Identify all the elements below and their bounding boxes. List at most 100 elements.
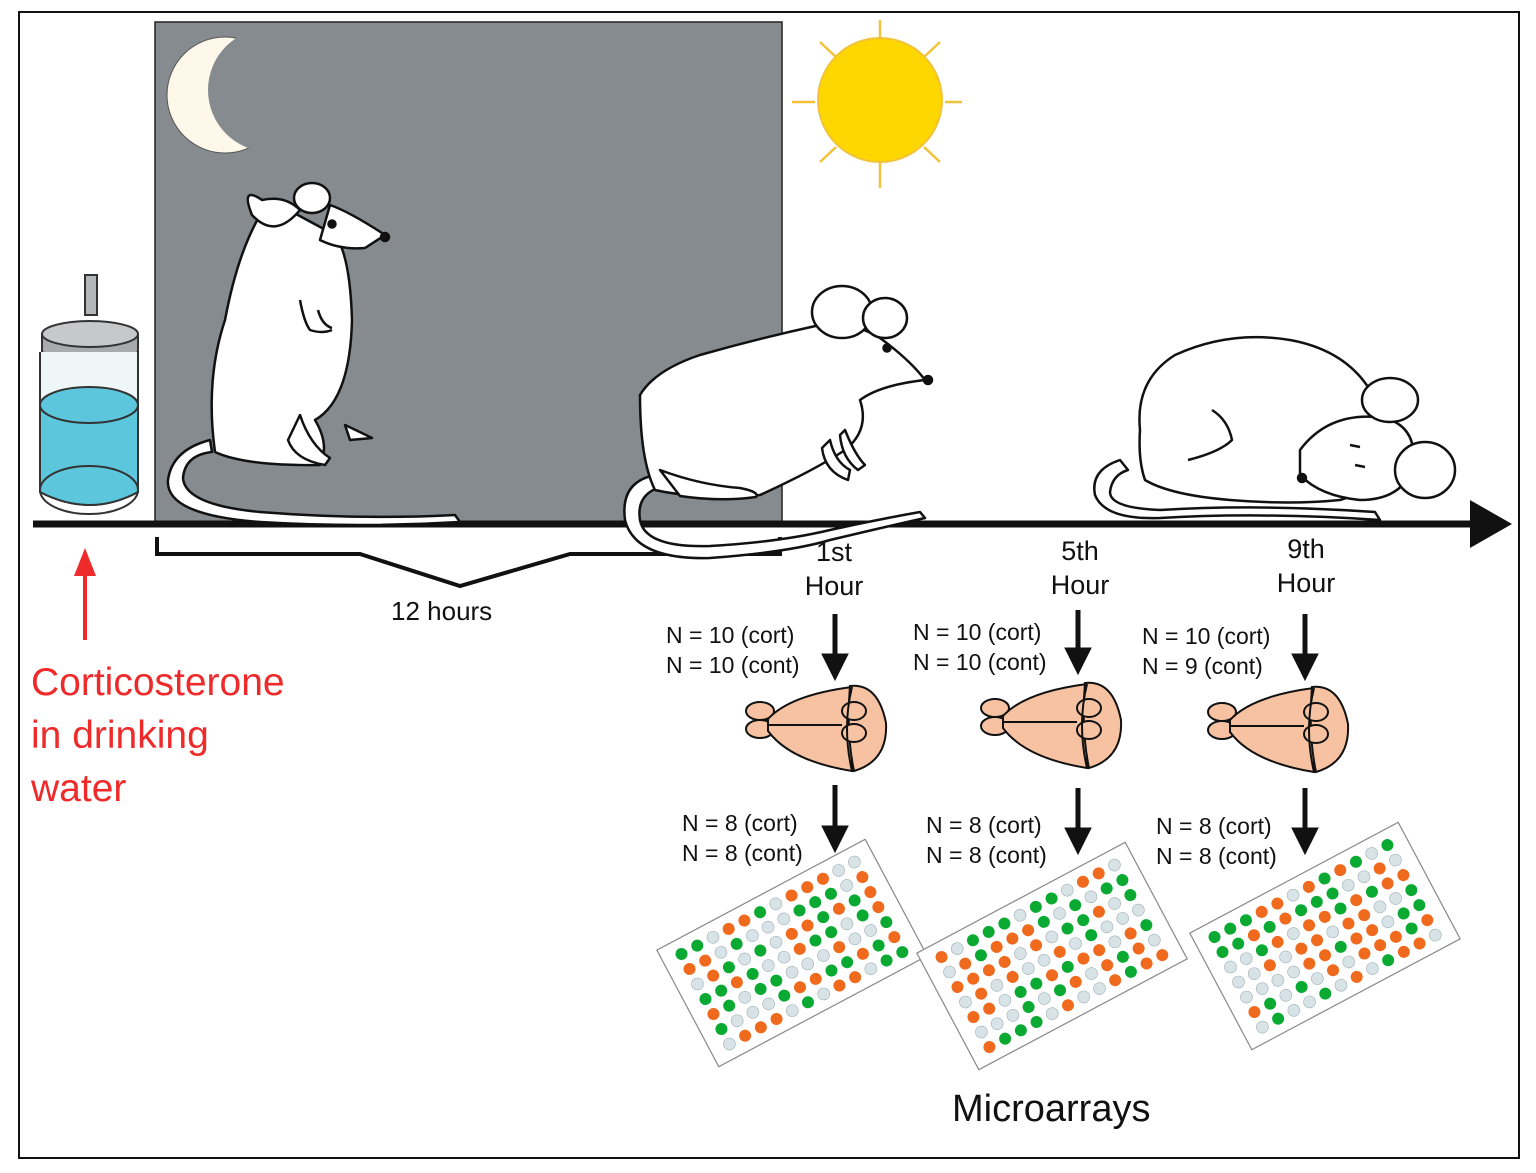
microarray-spot <box>754 982 767 995</box>
microarray-spot <box>1100 882 1113 895</box>
microarray-spot <box>1046 969 1059 982</box>
microarray-spot <box>1045 1007 1059 1020</box>
microarray-spot <box>1255 982 1269 995</box>
microarray-spot <box>1255 905 1268 918</box>
microarray-spot <box>967 972 980 985</box>
microarray-spot <box>1208 930 1221 943</box>
microarray-spot <box>769 935 783 949</box>
microarray-spot <box>1030 939 1043 952</box>
microarray-spot <box>1247 929 1260 942</box>
microarray-spot <box>1318 872 1331 885</box>
moon-icon <box>166 28 332 154</box>
microarray-spot <box>1421 914 1434 927</box>
microarray-spot <box>1045 930 1059 944</box>
microarray-spot <box>1319 987 1332 1000</box>
microarray-spot <box>1239 914 1252 927</box>
microarray-chip <box>916 841 1188 1071</box>
microarray-spot <box>849 971 862 984</box>
timepoint-3-brain-n-cont: N = 9 (cont) <box>1142 653 1263 679</box>
microarray-spot <box>707 1008 720 1021</box>
microarray-spot <box>990 1017 1004 1030</box>
microarray-spot <box>1030 977 1043 990</box>
microarray-spot <box>1279 989 1293 1002</box>
microarray-spot <box>738 914 751 927</box>
microarray-spot <box>1310 895 1323 908</box>
timepoint-2-brain-n-cont: N = 10 (cont) <box>913 649 1047 675</box>
microarray-spot <box>1381 839 1394 852</box>
microarray-spot <box>754 944 767 957</box>
brain-icon <box>980 681 1123 770</box>
microarray-spot <box>754 906 767 919</box>
timepoint-3-brain-n-cort: N = 10 (cort) <box>1142 623 1271 649</box>
microarray-spot <box>1132 942 1145 955</box>
microarray-spot <box>848 855 861 869</box>
sleeping-rat-illustration <box>1093 335 1457 522</box>
microarray-spot <box>1224 960 1237 974</box>
microarray-spot <box>1326 925 1340 939</box>
microarray-spot <box>990 978 1004 992</box>
microarray-spot <box>761 920 775 934</box>
microarray-spot <box>809 972 822 985</box>
microarray-spot <box>715 1023 728 1036</box>
microarray-spot <box>1069 899 1082 912</box>
microarray-spot <box>793 942 806 955</box>
microarray-spot <box>762 997 775 1011</box>
down-arrows <box>821 610 1319 856</box>
microarray-spot <box>715 984 728 997</box>
microarray-spot <box>1054 984 1067 997</box>
microarray-spot <box>943 965 956 979</box>
microarray-spot <box>967 1011 980 1024</box>
microarray-spot <box>864 886 877 899</box>
microarray-spot <box>801 881 814 894</box>
microarray-spot <box>1022 924 1035 937</box>
microarray-spot <box>1109 974 1122 987</box>
treatment-start-arrow <box>74 548 96 640</box>
microarray-spot <box>817 987 831 1001</box>
microarray-spot <box>975 987 988 1000</box>
microarray-spot <box>1428 928 1442 942</box>
microarray-spot <box>856 909 869 922</box>
microarray-spot <box>1310 972 1324 985</box>
microarray-spot <box>770 1012 783 1025</box>
microarray-spot <box>1037 953 1051 967</box>
microarray-spot <box>1397 907 1410 920</box>
microarray-spot <box>723 1037 736 1051</box>
microarray-spot <box>990 940 1003 953</box>
microarray-spot <box>1287 965 1300 979</box>
timepoint-1-array-n-cort: N = 8 (cort) <box>682 810 798 836</box>
microarray-spot <box>1303 995 1316 1009</box>
microarray-spot <box>1014 947 1027 960</box>
microarray-spot <box>1006 970 1019 983</box>
microarray-spot <box>1334 978 1348 992</box>
microarray-spot <box>1349 855 1362 868</box>
microarray-spot <box>1022 962 1035 975</box>
microarray-spot <box>1092 867 1105 880</box>
microarray-spot <box>785 1004 799 1017</box>
microarray-spot <box>706 930 720 944</box>
microarray-spot <box>1397 869 1410 882</box>
microarray-spot <box>809 896 822 909</box>
twelve-hours-bracket <box>155 537 782 589</box>
microarray-spot <box>840 917 854 931</box>
microarray-spot <box>1092 905 1105 918</box>
microarray-spot <box>769 897 783 911</box>
microarray-spot <box>699 954 712 967</box>
microarray-spot <box>1077 914 1090 927</box>
microarray-spot <box>738 991 752 1004</box>
brain-icon <box>1207 685 1350 774</box>
microarray-spot <box>1373 900 1387 914</box>
microarray-spot <box>1341 878 1355 892</box>
microarray-spot <box>730 937 743 950</box>
microarray-spot <box>1093 982 1106 995</box>
microarray-spot <box>730 1014 744 1027</box>
microarray-spot <box>1326 887 1339 900</box>
microarray-spot <box>1069 975 1082 988</box>
microarray-spot <box>982 964 995 977</box>
microarray-spot <box>1037 992 1051 1005</box>
microarray-spot <box>1286 888 1300 902</box>
microarray-spot <box>1389 930 1402 943</box>
microarray-spot <box>1014 1024 1027 1037</box>
microarray-spot <box>1389 853 1402 867</box>
microarray-spot <box>1085 967 1098 980</box>
microarray-spot <box>1140 957 1153 970</box>
